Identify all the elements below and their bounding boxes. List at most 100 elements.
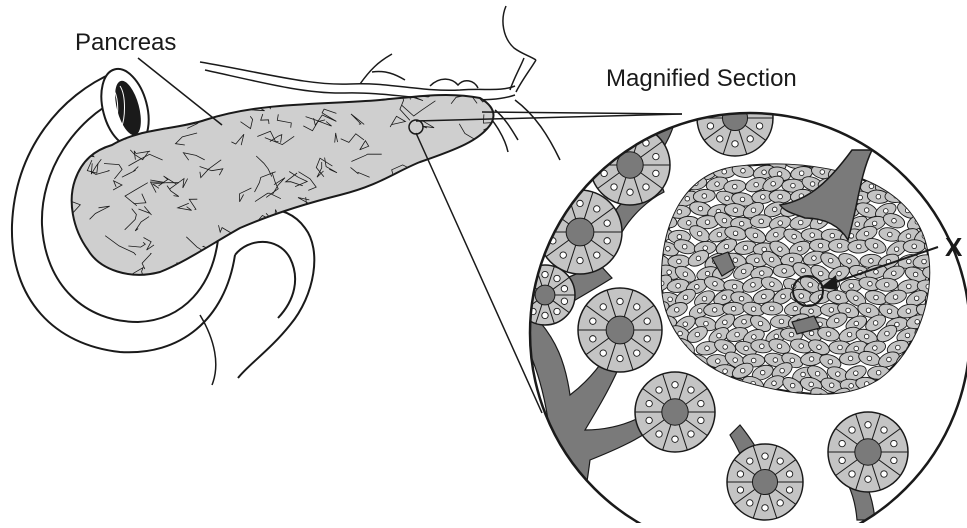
islet-nucleus <box>740 368 745 373</box>
acinus-nucleus <box>554 275 560 281</box>
acinus-nucleus <box>604 220 610 226</box>
islet-nucleus <box>864 334 869 339</box>
lobule-line <box>267 229 280 250</box>
islet-nucleus <box>774 232 779 237</box>
islet-nucleus <box>869 184 874 189</box>
lobule-line <box>295 94 309 100</box>
islet-nucleus <box>744 346 749 351</box>
islet-nucleus <box>677 210 682 215</box>
islet-nucleus <box>732 184 737 189</box>
islet-nucleus <box>809 331 814 336</box>
islet-nucleus <box>754 182 759 187</box>
pancreas-label: Pancreas <box>75 29 176 57</box>
islet-nucleus <box>869 259 874 264</box>
islet-nucleus <box>810 182 815 187</box>
acinus-nucleus <box>717 136 723 142</box>
islet-nucleus <box>777 172 782 177</box>
islet-nucleus <box>799 344 804 349</box>
islet-nucleus <box>741 269 746 274</box>
islet-nucleus <box>854 346 859 351</box>
acinus-lumen <box>722 105 747 130</box>
islet-nucleus <box>853 371 858 376</box>
acinus-nucleus <box>634 350 640 356</box>
lobule-line <box>346 209 378 219</box>
acinus-nucleus <box>634 304 640 310</box>
islet-nucleus <box>774 334 779 339</box>
islet-nucleus <box>812 256 817 261</box>
islet-nucleus <box>695 332 700 337</box>
acinus-nucleus <box>737 471 743 477</box>
islet-nucleus <box>922 259 927 264</box>
islet-nucleus <box>751 208 756 213</box>
islet-nucleus <box>762 294 767 299</box>
islet-nucleus <box>872 221 877 226</box>
acinus-nucleus <box>786 471 792 477</box>
acinus-nucleus <box>672 436 678 442</box>
islet-nucleus <box>854 321 859 326</box>
acinus <box>590 125 670 205</box>
acinus-nucleus <box>522 298 528 304</box>
islet-nucleus <box>733 208 738 213</box>
acinus-nucleus <box>644 336 650 342</box>
lobule-line <box>70 125 100 129</box>
islet-nucleus <box>818 271 823 276</box>
magnified-section <box>515 80 967 523</box>
lobule-line <box>287 235 304 250</box>
islet-nucleus <box>770 282 775 287</box>
acinus-cell-wall <box>598 141 620 157</box>
islet-nucleus <box>741 168 746 173</box>
islet-nucleus <box>772 207 777 212</box>
islet-nucleus <box>907 284 912 289</box>
acinus-nucleus <box>542 271 548 277</box>
islet-nucleus <box>906 234 911 239</box>
islet-nucleus <box>739 296 744 301</box>
islet-nucleus <box>873 321 878 326</box>
islet-nucleus <box>905 333 910 338</box>
islet-nucleus <box>854 296 859 301</box>
islet-nucleus <box>798 220 803 225</box>
acinus-lumen <box>606 316 634 344</box>
islet-nucleus <box>769 257 774 262</box>
islet-nucleus <box>697 231 702 236</box>
islet-nucleus <box>712 308 717 313</box>
lobule-line <box>361 194 383 200</box>
islet-nucleus <box>770 306 775 311</box>
islet-nucleus <box>864 231 869 236</box>
acinus-nucleus <box>656 387 662 393</box>
islet-nucleus <box>891 271 896 276</box>
islet-nucleus <box>915 170 920 175</box>
lobule-line <box>188 267 198 292</box>
islet-nucleus <box>702 297 707 302</box>
lobule-line <box>241 250 262 261</box>
acinus-nucleus <box>786 487 792 493</box>
acinus-nucleus <box>839 457 845 463</box>
islet-nucleus <box>682 244 687 249</box>
acinus-nucleus <box>747 500 753 506</box>
acinus-nucleus <box>590 318 596 324</box>
islet-nucleus <box>735 332 740 337</box>
acinus-nucleus <box>747 458 753 464</box>
lobule-line <box>351 201 373 222</box>
lobule-line <box>386 185 400 195</box>
acinus-nucleus <box>561 298 567 304</box>
acinus-nucleus <box>688 431 694 437</box>
islet-nucleus <box>678 331 683 336</box>
lobule-line <box>262 237 274 255</box>
acinus-nucleus <box>550 220 556 226</box>
islet-nucleus <box>773 358 778 363</box>
acinus-nucleus <box>881 471 887 477</box>
islet-nucleus <box>926 156 931 161</box>
islet-nucleus <box>809 382 814 387</box>
lobule-line <box>267 272 287 286</box>
islet-nucleus <box>715 182 720 187</box>
islet-nucleus <box>931 195 936 200</box>
acinus <box>727 444 803 520</box>
islet-nucleus <box>915 319 920 324</box>
islet-nucleus <box>913 272 918 277</box>
lobule-line <box>377 186 389 209</box>
islet-nucleus <box>731 306 736 311</box>
acinus-cell-wall <box>618 127 626 152</box>
acinus-nucleus <box>653 153 659 159</box>
islet-nucleus <box>723 345 728 350</box>
